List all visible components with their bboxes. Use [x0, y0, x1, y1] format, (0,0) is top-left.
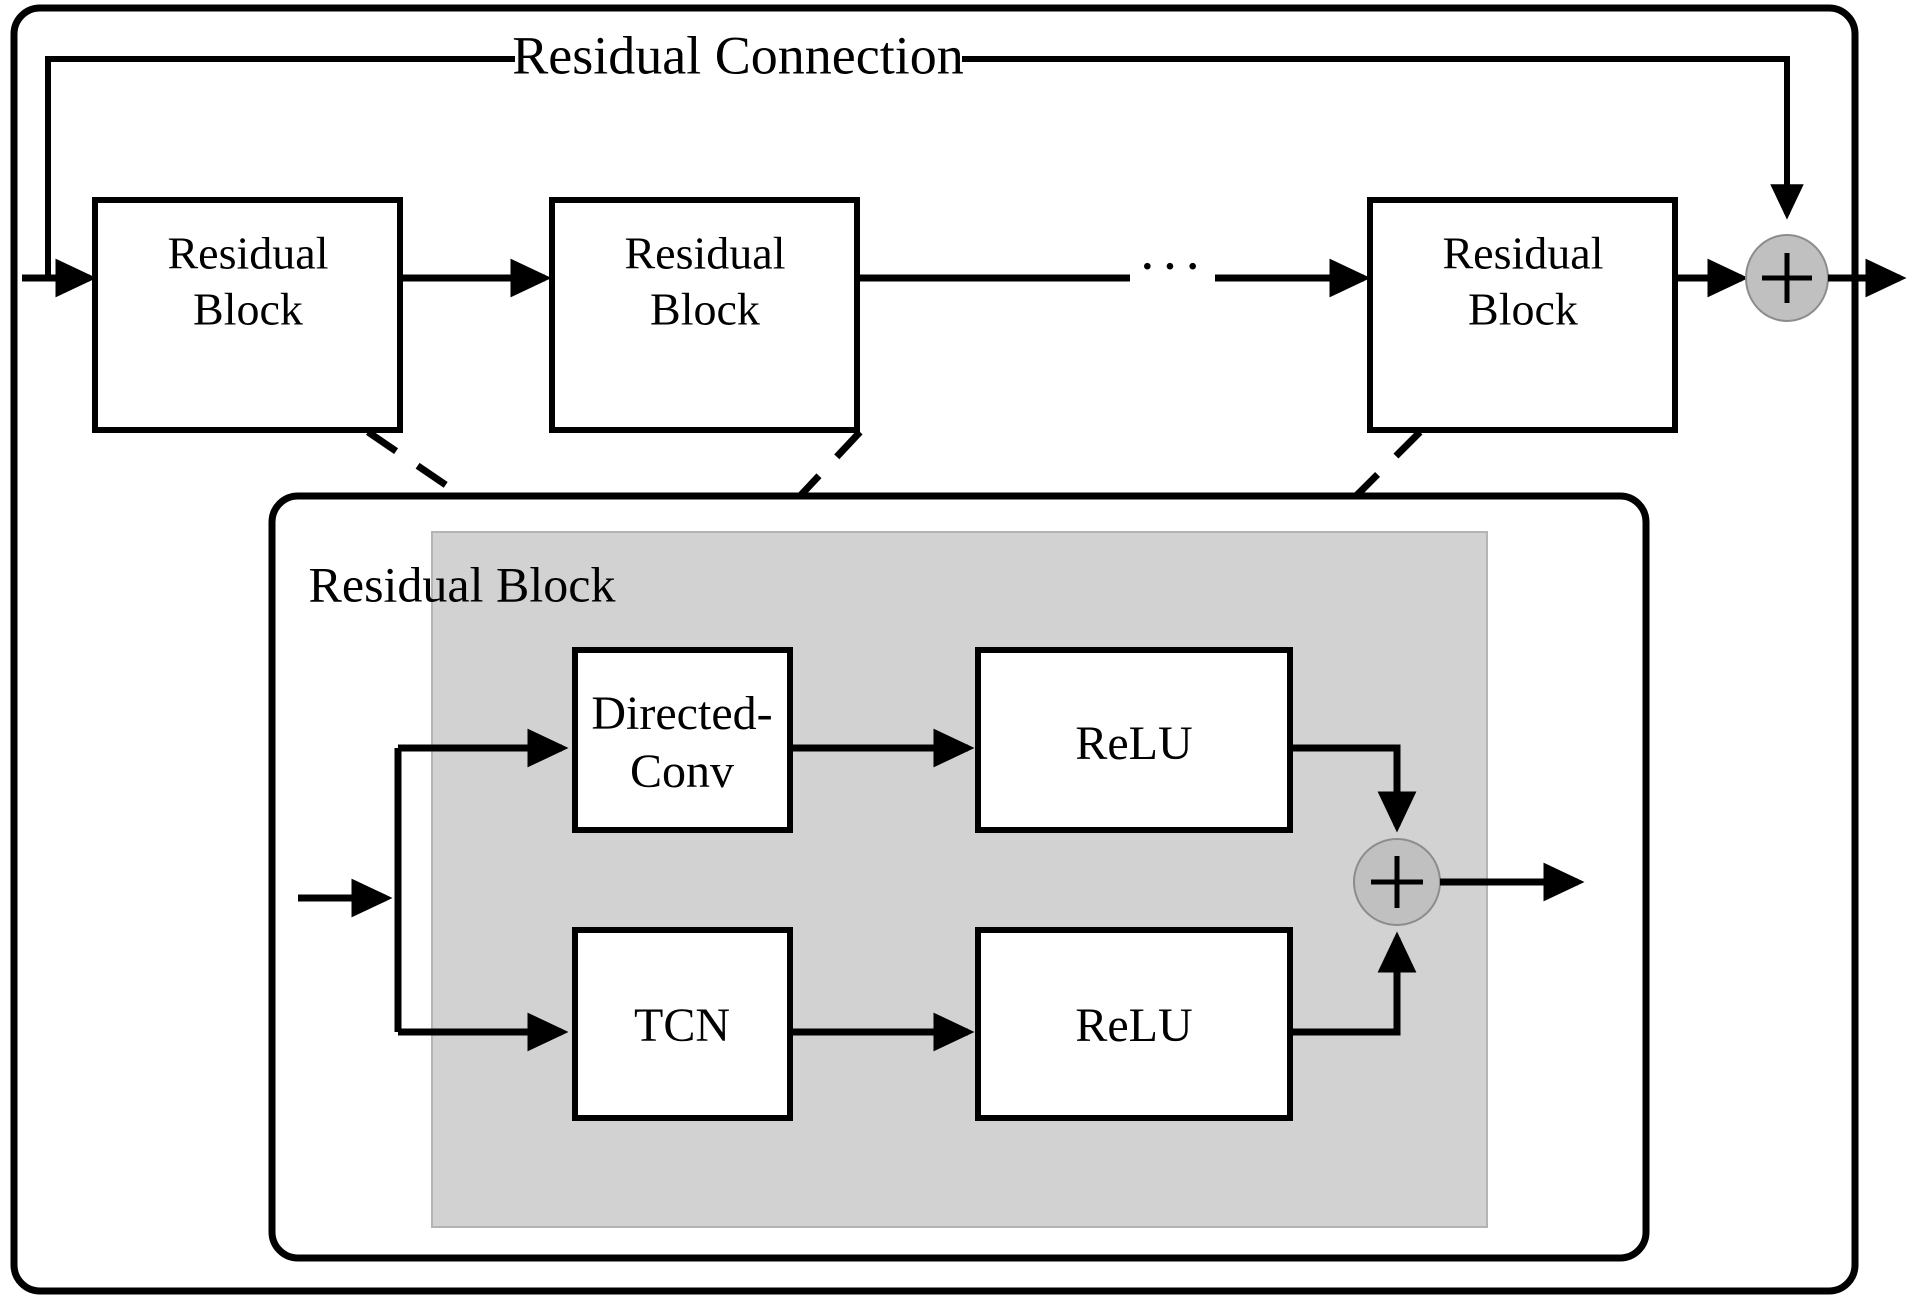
chain-ellipsis: ···	[1138, 236, 1206, 298]
callout-dashed-link-from-block-3	[1353, 429, 1423, 499]
detail-sum-node[interactable]	[1353, 838, 1441, 926]
residual-block-detail-background	[431, 531, 1488, 1228]
residual-block-2-box	[549, 197, 860, 433]
top-sum-node-plus-glyph	[1762, 253, 1812, 303]
residual-connection-left-riser	[45, 56, 515, 278]
callout-dashed-link-from-block-2	[797, 429, 863, 499]
relu-top-box	[975, 647, 1293, 833]
tcn-node[interactable]: TCN	[572, 927, 793, 1121]
relu-top-node[interactable]: ReLU	[975, 647, 1293, 833]
callout-dashed-link-from-block-1	[366, 429, 464, 499]
residual-block-1-box	[92, 197, 403, 433]
arrow-relu-bottom-to-sum	[1290, 931, 1417, 1036]
directed-conv-node[interactable]: Directed- Conv	[572, 647, 793, 833]
directed-conv-label-line1: Directed-	[591, 687, 772, 740]
outer-frame	[10, 4, 1859, 1295]
residual-block-3-box	[1367, 197, 1678, 433]
residual-block-3-label-line1: Residual	[1443, 228, 1604, 279]
directed-conv-label-line2: Conv	[630, 745, 734, 798]
directed-conv-box	[572, 647, 793, 833]
residual-block-3-label-line2: Block	[1468, 284, 1578, 335]
relu-bottom-label: ReLU	[1075, 999, 1192, 1052]
tcn-box	[572, 927, 793, 1121]
residual-block-1-label-line1: Residual	[168, 228, 329, 279]
residual-block-1[interactable]: Residual Block	[92, 197, 403, 433]
residual-connection-label: Residual Connection	[512, 25, 963, 85]
relu-bottom-node[interactable]: ReLU	[975, 927, 1293, 1121]
residual-block-1-label-line2: Block	[193, 284, 303, 335]
residual-connection-right-descent	[962, 56, 1804, 220]
detail-panel-title: Residual Block	[309, 556, 616, 612]
detail-sum-node-plus-glyph	[1371, 856, 1423, 908]
residual-block-2-label-line2: Block	[650, 284, 760, 335]
residual-block-3[interactable]: Residual Block	[1367, 197, 1678, 433]
relu-bottom-box	[975, 927, 1293, 1121]
tcn-label: TCN	[634, 999, 730, 1052]
residual-block-2[interactable]: Residual Block	[549, 197, 860, 433]
arrow-relu-top-to-sum	[1290, 744, 1417, 833]
relu-top-label: ReLU	[1075, 717, 1192, 770]
residual-block-2-label-line1: Residual	[625, 228, 786, 279]
top-sum-node[interactable]	[1745, 234, 1829, 322]
